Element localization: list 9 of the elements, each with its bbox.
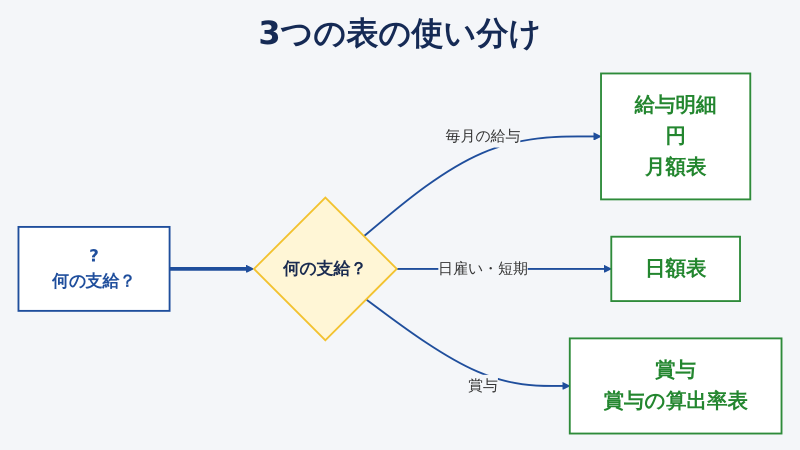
node-box: 日額表 [610, 236, 741, 302]
node-box: 賞与 賞与の算出率表 [568, 337, 782, 434]
arrow [170, 264, 254, 273]
arrow [363, 132, 602, 238]
arrow [365, 298, 570, 390]
edge-label: 日雇い・短期 [438, 260, 528, 278]
edge-label: 毎月の給与 [446, 127, 520, 145]
edge-label: 賞与 [468, 376, 498, 394]
diagram-title: 3つの表の使い分け [257, 13, 543, 54]
